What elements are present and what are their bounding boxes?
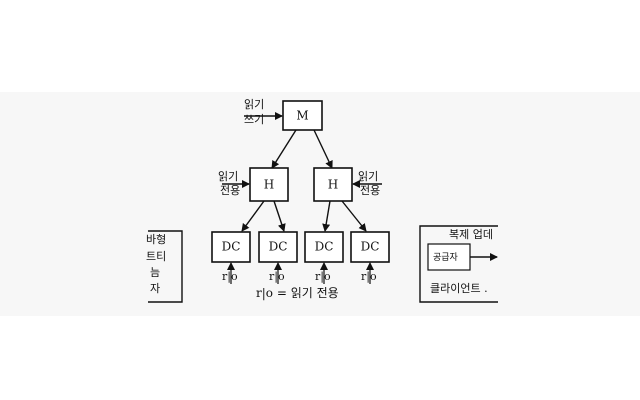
node-master-label: M — [296, 109, 308, 123]
left-panel-fragment: 바형 트티 늠 자 — [146, 230, 183, 303]
edge-m-to-right-h — [313, 129, 333, 169]
leaf-dc-4: DC r|o — [350, 231, 390, 284]
node-hub-left — [249, 167, 289, 202]
left-fragment-line-3: 늠 — [150, 266, 160, 279]
edge-right-h-to-dc3 — [322, 200, 331, 232]
leaf-dc-3-input-label: r|o — [315, 270, 331, 284]
edge-m-to-left-h — [271, 129, 297, 169]
leaf-dc-3-label: DC — [315, 240, 334, 254]
leaf-dc-1-label: DC — [222, 240, 241, 254]
leaf-dc-3: DC r|o — [304, 231, 344, 284]
leaf-dc-1-input-label: r|o — [222, 270, 238, 284]
leaf-dc-1: DC r|o — [211, 231, 251, 284]
node-master — [282, 100, 323, 131]
hub-right-input-label-2: 전용 — [360, 184, 380, 197]
node-hub-right — [313, 167, 353, 202]
supplier-label: 공급자 — [433, 252, 459, 263]
master-input-label-write: 쓰기 — [244, 113, 264, 126]
node-hub-left-label: H — [264, 178, 274, 192]
edge-left-h-to-dc2 — [273, 200, 286, 232]
hub-left-input-label-1: 읽기 — [218, 170, 238, 183]
master-input-label-read: 읽기 — [244, 98, 264, 111]
hub-right-input-label-1: 읽기 — [358, 170, 378, 183]
hub-left-input-label-2: 전용 — [220, 184, 240, 197]
left-fragment-line-1: 바형 — [146, 233, 166, 246]
edge-left-h-to-dc1 — [241, 200, 265, 232]
supplier-box — [427, 243, 471, 271]
leaf-dc-4-input-label: r|o — [361, 270, 377, 284]
leaf-dc-2: DC r|o — [258, 231, 298, 284]
leaf-dc-2-label: DC — [269, 240, 288, 254]
right-panel-fragment: 복제 업데 공급자 클라이언트 . — [419, 225, 498, 303]
left-fragment-line-4: 자 — [150, 282, 160, 295]
node-hub-right-label: H — [328, 178, 338, 192]
right-panel-title: 복제 업데 — [449, 228, 493, 241]
edge-right-h-to-dc4 — [341, 200, 367, 232]
leaf-dc-4-label: DC — [361, 240, 380, 254]
diagram-caption: r|o = 읽기 전용 — [256, 286, 339, 300]
client-label: 클라이언트 . — [430, 282, 488, 295]
left-fragment-line-2: 트티 — [146, 250, 166, 263]
leaf-dc-2-input-label: r|o — [269, 270, 285, 284]
